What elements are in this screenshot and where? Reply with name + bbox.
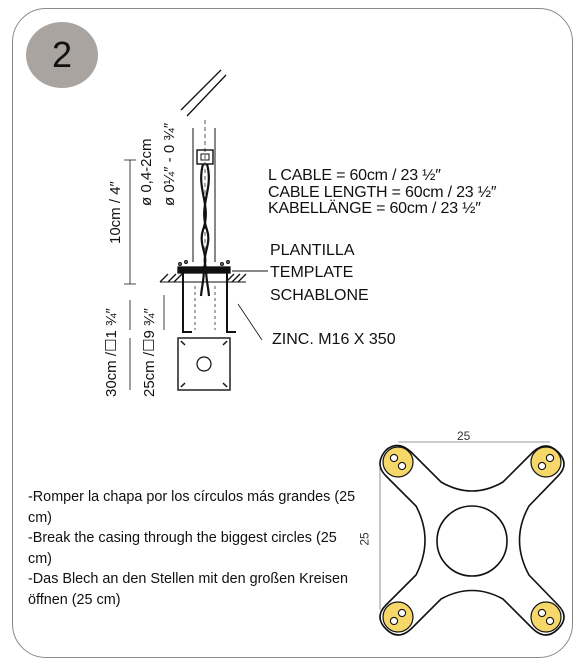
corner-hole-top-left: [382, 446, 414, 478]
base-plate: [177, 337, 231, 391]
height-label: 10cm / 4″: [107, 181, 124, 244]
dim-line-height: [124, 159, 136, 285]
plate-diagram: [379, 441, 565, 636]
corner-hole-bottom-right: [530, 601, 562, 633]
ground-hatch: [159, 273, 247, 283]
corner-hole-top-right: [530, 446, 562, 478]
cable-label-es: L CABLE = 60cm / 23 ½″: [268, 167, 441, 184]
cable-label-en: CABLE LENGTH = 60cm / 23 ½″: [268, 184, 497, 201]
template-label-es: PLANTILLA: [270, 242, 355, 259]
step-number-badge: 2: [26, 22, 98, 88]
instructions: -Romper la chapa por los círculos más gr…: [28, 487, 363, 611]
anchor-bolt-right: [226, 268, 236, 333]
pole-body: [192, 128, 216, 262]
base-center-hole: [196, 356, 212, 372]
base-label: 25cm /☐9 ¾″: [141, 308, 158, 397]
diameter-metric-label: ø 0,4-2cm: [138, 138, 155, 206]
pole-arm: [180, 69, 227, 117]
template-label-de: SCHABLONE: [270, 287, 369, 304]
anchor-bolt-left: [182, 268, 192, 333]
bolt-label: ZINC. M16 X 350: [272, 331, 396, 348]
instruction-es: -Romper la chapa por los círculos más gr…: [28, 489, 356, 526]
template-plate: [177, 266, 231, 274]
template-label-en: TEMPLATE: [270, 264, 354, 281]
instruction-en: -Break the casing through the biggest ci…: [28, 530, 337, 567]
plate-center-circle: [436, 505, 508, 577]
cable-label-de: KABELLÄNGE = 60cm / 23 ½″: [268, 200, 481, 217]
plate-width-label: 25: [457, 429, 471, 443]
instruction-de: -Das Blech an den Stellen mit den großen…: [28, 571, 348, 608]
depth-label: 30cm /☐1 ¾″: [103, 308, 120, 397]
diameter-imperial-label: ø 0¼″ - 0 ¾″: [161, 122, 178, 206]
corner-hole-bottom-left: [382, 601, 414, 633]
